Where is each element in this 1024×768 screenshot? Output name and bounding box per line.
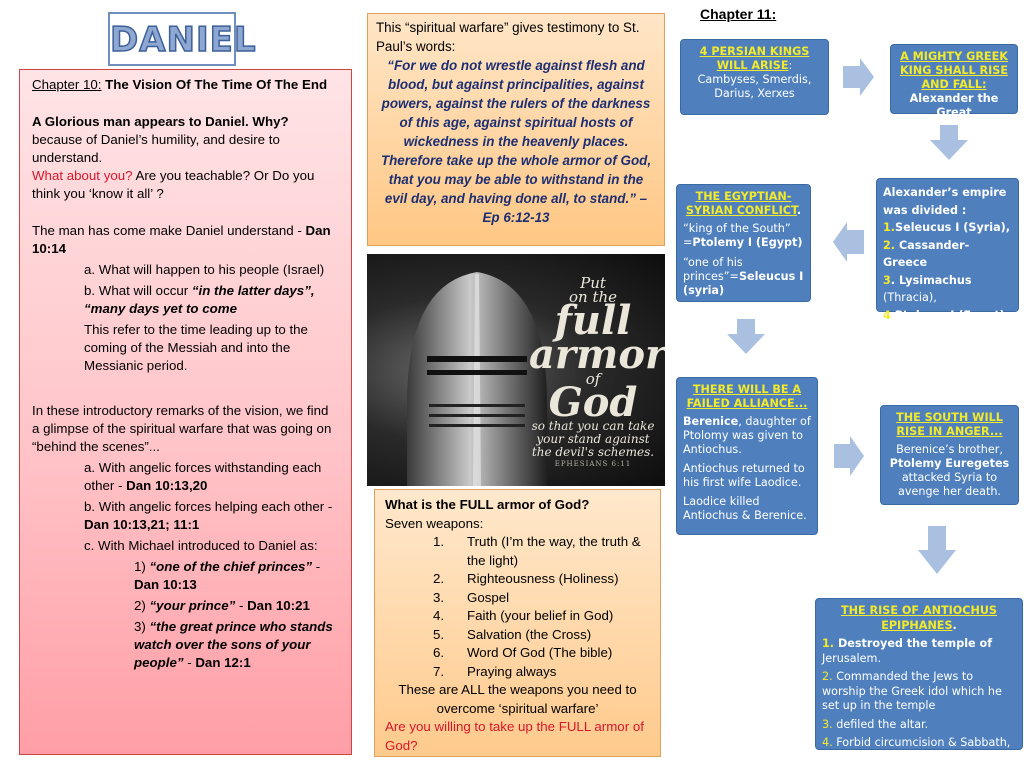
arrow-down-icon (930, 125, 968, 160)
weapons-list: 1.Truth (I’m the way, the truth & the li… (385, 533, 650, 681)
armor-line-put: Put (580, 274, 606, 292)
armor-of-god-image: Put on the full armor of God so that you… (367, 254, 665, 486)
michael-3: 3) “the great prince who stands watch ov… (134, 619, 333, 670)
weapons-closing: These are ALL the weapons you need to ov… (398, 682, 637, 716)
empire-divided-box: Alexander’s empire was divided : 1.Seleu… (876, 178, 1019, 322)
warfare-a: a. With angelic forces withstanding each… (84, 460, 322, 493)
list-item: 7.Praying always (433, 663, 557, 679)
quote-intro: This “spiritual warfare” gives testimony… (376, 20, 640, 54)
list-item: 5.Salvation (the Cross) (433, 626, 592, 642)
list-item: 6.Word Of God (The bible) (433, 645, 613, 660)
messianic-text: This refer to the time leading up to the… (84, 322, 308, 373)
armor-line-god: God (548, 379, 638, 426)
helmet-illustration (407, 272, 547, 486)
armor-line-armor: armor (529, 331, 665, 378)
daniel-logo: DANIEL (108, 12, 257, 66)
glorious-man-text: A Glorious man appears to Daniel. Why? b… (32, 114, 289, 165)
weapons-question: Are you willing to take up the FULL armo… (385, 719, 644, 753)
man-came-text: The man has come make Daniel understand … (32, 223, 331, 256)
item-b: b. What will occur “in the latter days”,… (84, 283, 315, 316)
michael-2: 2) “your prince” - Dan 10:21 (134, 598, 310, 613)
full-armor-panel: What is the FULL armor of God? Seven wea… (374, 489, 661, 757)
intro-text: In these introductory remarks of the vis… (32, 403, 332, 454)
chapter10-panel: Chapter 10: The Vision Of The Time Of Th… (19, 69, 352, 755)
list-item: 2.Righteousness (Holiness) (433, 571, 619, 586)
armor-line-stand: so that you can take your stand against … (531, 419, 655, 459)
chapter11-heading: Chapter 11: (700, 6, 777, 22)
antiochus-box: THE RISE OF ANTIOCHUS EPIPHANES. 1. Dest… (815, 598, 1023, 750)
list-item: 1.Truth (I’m the way, the truth & the li… (433, 534, 641, 568)
quote-text: “For we do not wrestle against flesh and… (380, 58, 652, 206)
quote-ref: Ep 6:12-13 (482, 210, 550, 225)
armor-line-ref: EPHESIANS 6:11 (554, 460, 632, 468)
arrow-down-icon (918, 526, 956, 574)
arrow-left-icon (833, 222, 864, 262)
greek-king-box: A MIGHTY GREEK KING SHALL RISE AND FALL:… (890, 44, 1018, 119)
list-item: 4.Faith (your belief in God) (433, 608, 614, 623)
armor-line-on-the: on the (568, 288, 618, 306)
logo-text: DANIEL (109, 19, 257, 61)
michael-1: 1) “one of the chief princes” - Dan 10:1… (134, 559, 321, 592)
list-item: 3.Gospel (433, 589, 510, 605)
weapons-subtitle: Seven weapons: (385, 515, 484, 531)
arrow-right-icon (834, 436, 864, 476)
failed-alliance-box: THERE WILL BE A FAILED ALLIANCE... Beren… (676, 377, 818, 535)
ephesians-quote-panel: This “spiritual warfare” gives testimony… (367, 13, 665, 246)
arrow-right-icon (843, 58, 874, 96)
chapter10-heading: Chapter 10: The Vision Of The Time Of Th… (32, 77, 328, 92)
warfare-b: b. With angelic forces helping each othe… (84, 499, 333, 532)
warfare-c: c. With Michael introduced to Daniel as: (84, 538, 318, 553)
arrow-down-icon (727, 319, 765, 354)
south-rises-box: THE SOUTH WILL RISE IN ANGER... Berenice… (880, 405, 1019, 505)
weapons-title: What is the FULL armor of God? (385, 497, 590, 512)
armor-line-full: full (554, 297, 632, 344)
item-a: a. What will happen to his people (Israe… (84, 262, 325, 277)
egyptian-syrian-box: THE EGYPTIAN-SYRIAN CONFLICT. “king of t… (676, 184, 811, 302)
persian-kings-box: 4 PERSIAN KINGS WILL ARISE: Cambyses, Sm… (680, 39, 829, 115)
armor-line-of: of (585, 370, 601, 388)
teachable-question: What about you? Are you teachable? Or Do… (32, 168, 315, 201)
